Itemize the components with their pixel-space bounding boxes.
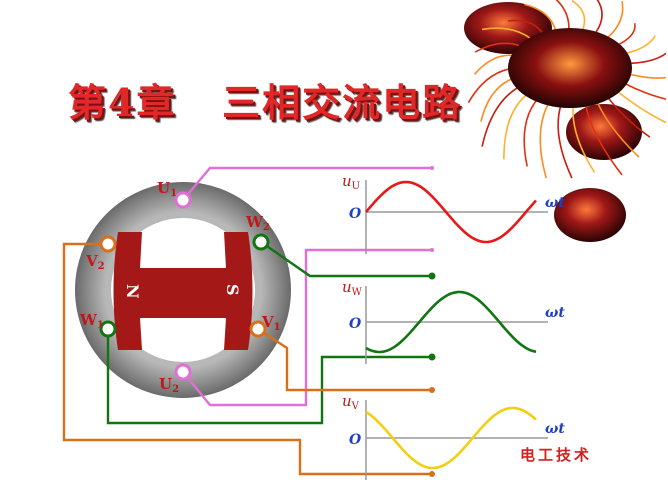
terminal-label-u1: U1: [157, 179, 177, 199]
origin-label-w: O: [349, 316, 362, 332]
rotor-south-label: S: [223, 284, 242, 296]
xlabel-w: ωt: [545, 305, 565, 321]
page-title: 第4章 三相交流电路: [68, 80, 463, 125]
terminal-label-v1: V1: [261, 313, 281, 333]
terminal-u2: [174, 363, 192, 381]
terminal-u1: [174, 191, 192, 209]
xlabel-u: ωt: [545, 195, 565, 211]
terminal-label-v2: V2: [85, 252, 105, 272]
wire-u1: [182, 166, 432, 201]
waveform-plots: uU Oωt uW Oωt uV Oωt: [342, 172, 565, 480]
wire-v1: [257, 327, 432, 392]
terminal-label-w2: W2: [245, 213, 270, 233]
waveform-plot-u: uU Oωt: [342, 172, 565, 254]
terminal-label-u2: U2: [159, 375, 179, 395]
terminal-v2: [99, 235, 117, 253]
ylabel-v: uV: [342, 392, 360, 412]
decorative-orbs-icon: [464, 0, 667, 242]
rotor: [113, 232, 253, 350]
waveform-v: [365, 406, 537, 470]
ylabel-u: uU: [342, 172, 360, 192]
origin-label-u: O: [349, 206, 362, 222]
xlabel-v: ωt: [545, 421, 565, 437]
waveform-plot-w: uW Oωt: [342, 278, 565, 364]
waveform-plot-v: uV Oωt: [342, 392, 565, 480]
origin-label-v: O: [349, 432, 362, 448]
waveform-w: [365, 290, 537, 354]
wire-w2: [260, 241, 432, 278]
terminal-w2: [252, 233, 270, 251]
terminal-dots: [428, 166, 436, 477]
terminal-w1: [99, 320, 117, 338]
wire-w1: [106, 329, 432, 425]
wire-u2: [182, 248, 432, 407]
wire-v2: [62, 242, 432, 476]
brand-label: 电工技术: [520, 446, 593, 464]
terminal-label-w1: W1: [79, 311, 104, 331]
waveform-u: [365, 180, 537, 244]
rotor-north-label: N: [123, 284, 142, 299]
terminal-v1: [249, 320, 267, 338]
ylabel-w: uW: [342, 278, 363, 298]
